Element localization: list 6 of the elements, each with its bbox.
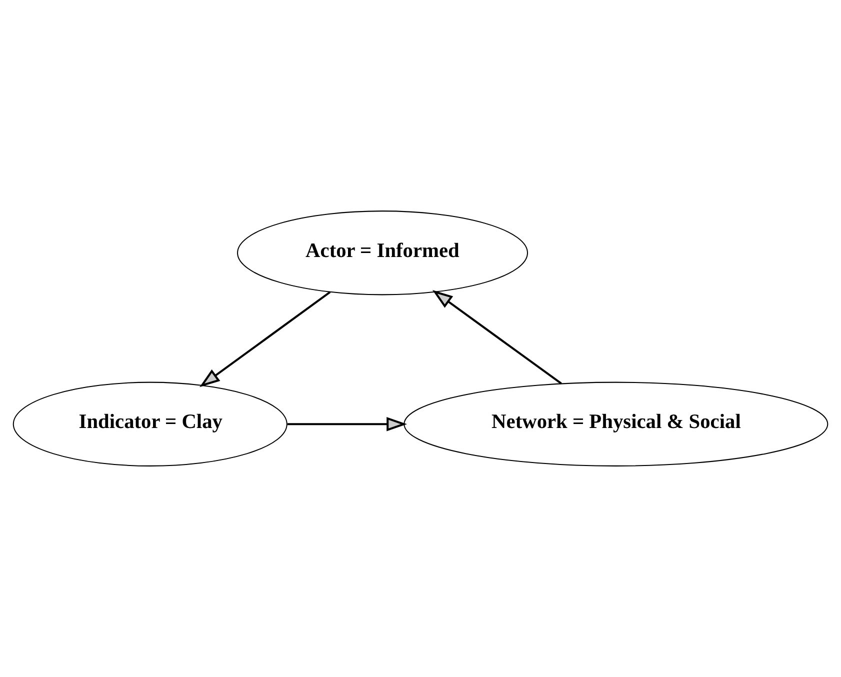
arrow: [432, 290, 562, 384]
node-ellipse: Network = Physical & Social: [404, 382, 828, 466]
node-ellipse: Indicator = Clay: [12, 382, 288, 466]
arrow: [199, 291, 331, 388]
arrow: [288, 416, 407, 432]
node-ellipse: Actor = Informed: [237, 210, 528, 296]
